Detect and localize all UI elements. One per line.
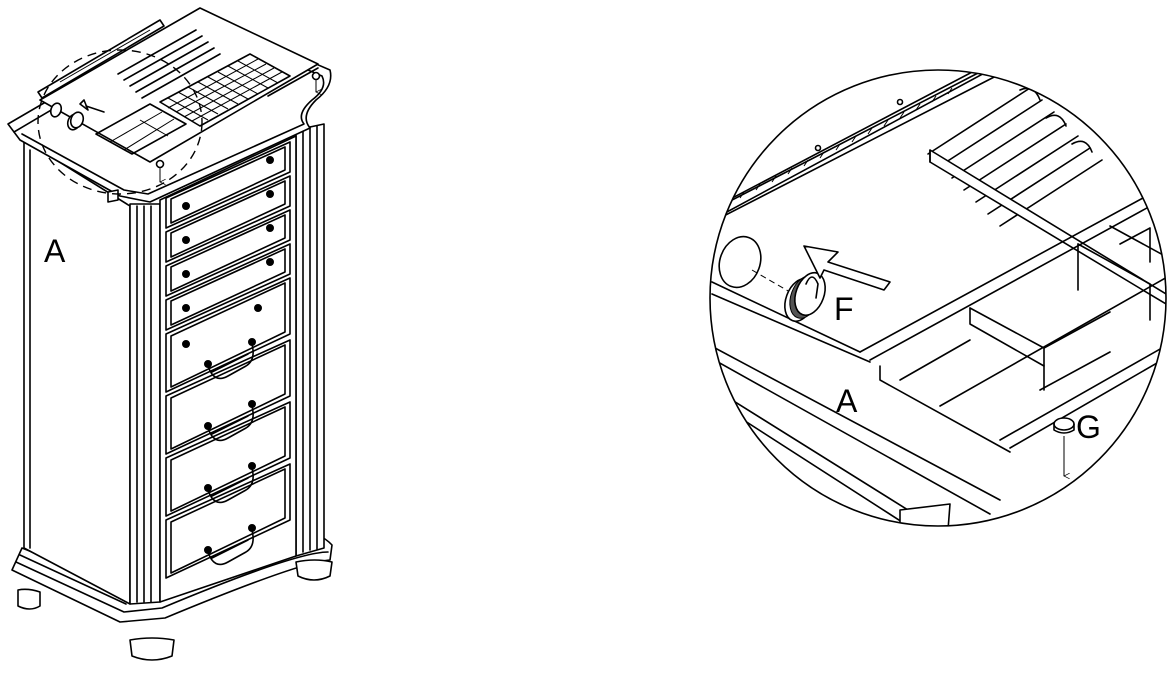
label-part-g: G (1076, 409, 1101, 445)
label-cabinet-side: A (44, 233, 66, 269)
screw-g (1053, 417, 1075, 480)
cam-lock-f (718, 235, 826, 323)
side-panel (23, 139, 131, 605)
label-detail-side: A (836, 383, 858, 419)
drawers (165, 141, 291, 579)
detail-callout-small (49, 99, 105, 131)
label-part-f: F (834, 291, 854, 327)
insertion-arrow (803, 245, 891, 291)
detail-circle-outline (37, 49, 203, 195)
jewelry-armoire: A (7, 7, 333, 661)
armoire-top (7, 7, 332, 203)
bail-pulls (204, 338, 256, 566)
detail-circle (709, 69, 1167, 527)
detail-view: F A G (709, 69, 1167, 527)
